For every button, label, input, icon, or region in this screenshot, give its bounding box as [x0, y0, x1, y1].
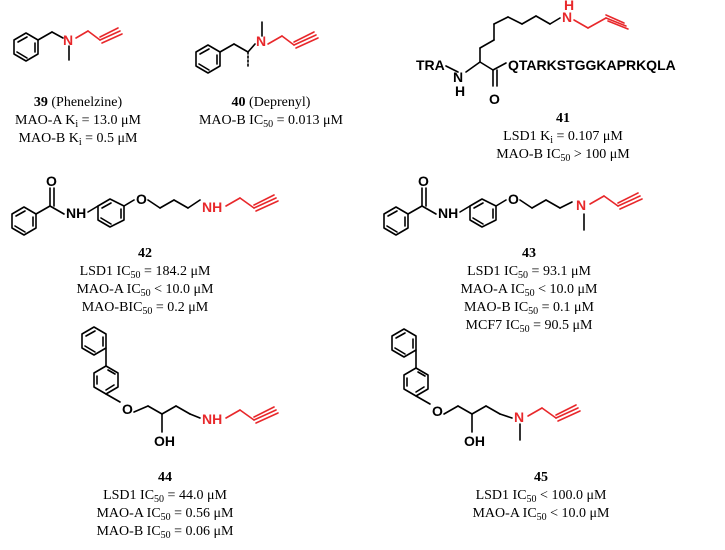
structure-40: N	[195, 21, 319, 74]
ether-o: O	[122, 401, 133, 417]
ether-o: O	[432, 403, 443, 419]
compound-number-43: 43	[522, 246, 536, 261]
n-atom: N	[63, 32, 73, 48]
amide-nh: NH	[66, 205, 86, 221]
activity-line: MAO-A IC50 < 10.0 μM	[76, 282, 214, 299]
activity-line: MAO-B IC50 = 0.06 μM	[96, 524, 234, 541]
nh-h-atom: H	[564, 0, 574, 13]
amine-n: N	[514, 409, 524, 425]
structure-44: O OH NH	[81, 326, 279, 449]
activity-line: LSD1 IC50 = 93.1 μM	[467, 264, 591, 281]
structure-45: O OH N	[391, 328, 581, 449]
nh-n: N	[453, 69, 463, 85]
activity-line: MAO-A IC50 = 0.56 μM	[96, 506, 234, 523]
n-atom: N	[256, 33, 266, 49]
activity-line: LSD1 IC50 = 184.2 μM	[80, 264, 211, 281]
amide-nh: NH	[438, 205, 458, 221]
structure-42: O NH O NH	[11, 173, 279, 236]
compound-number-44: 44	[158, 470, 172, 485]
compound-number-41: 41	[556, 111, 570, 126]
activity-line: LSD1 Ki = 0.107 μM	[503, 129, 623, 146]
activity-line: LSD1 IC50 = 44.0 μM	[103, 488, 227, 505]
nh-atom: N	[562, 9, 572, 25]
compound-number-40: 40 (Deprenyl)	[232, 95, 311, 110]
caption-40: 40 (Deprenyl) MAO-B IC50 = 0.013 μM	[199, 95, 344, 130]
structure-39: N	[13, 27, 123, 62]
nh-h: H	[455, 83, 465, 99]
activity-line: MAO-B IC50 > 100 μM	[496, 147, 630, 164]
activity-line: MAO-A Ki = 13.0 μM	[15, 113, 141, 130]
structure-43: O NH O N	[383, 173, 643, 236]
activity-line: LSD1 IC50 < 100.0 μM	[476, 488, 607, 505]
amine-nh: NH	[202, 411, 222, 427]
hydroxyl-oh: OH	[154, 433, 175, 449]
carbonyl-o: O	[489, 91, 500, 107]
activity-line: MCF7 IC50 = 90.5 μM	[466, 318, 593, 335]
compound-number-45: 45	[534, 470, 548, 485]
activity-line: MAO-BIC50 = 0.2 μM	[82, 300, 209, 317]
amide-o: O	[46, 173, 57, 189]
ether-o: O	[136, 191, 147, 207]
activity-line: MAO-B Ki = 0.5 μM	[19, 131, 138, 148]
ether-o: O	[508, 191, 519, 207]
compound-number-42: 42	[138, 246, 152, 261]
amine-n: N	[576, 197, 586, 213]
activity-line: MAO-A IC50 < 10.0 μM	[472, 506, 610, 523]
amide-o: O	[418, 173, 429, 189]
activity-line: MAO-A IC50 < 10.0 μM	[460, 282, 598, 299]
tra-label: TRA	[416, 57, 445, 73]
compound-number-39: 39 (Phenelzine)	[34, 95, 123, 110]
amine-nh: NH	[202, 199, 222, 215]
peptide-sequence: QTARKSTGGKAPRKQLA	[508, 57, 676, 73]
hydroxyl-oh: OH	[464, 433, 485, 449]
activity-line: MAO-B IC50 = 0.013 μM	[199, 113, 344, 130]
structure-41: TRA N H O QTARKSTGGKAPRKQLA N H	[416, 0, 676, 107]
activity-line: MAO-B IC50 = 0.1 μM	[464, 300, 595, 317]
